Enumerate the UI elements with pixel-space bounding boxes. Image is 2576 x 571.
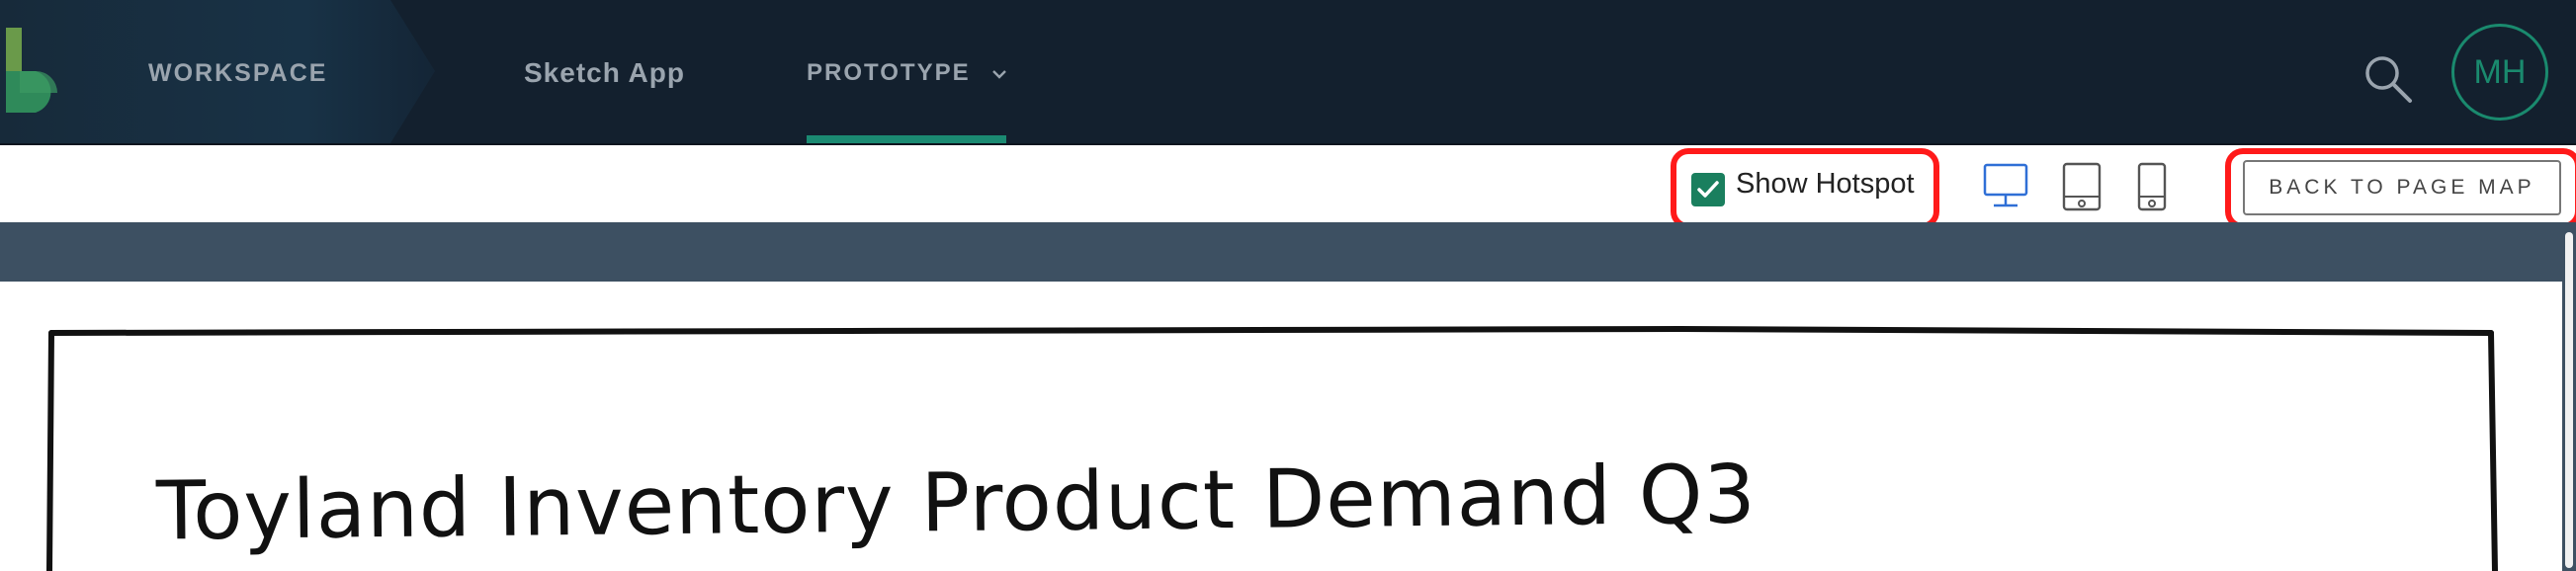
scrollbar-thumb[interactable] bbox=[2565, 232, 2573, 568]
nav-workspace-link[interactable]: WORKSPACE bbox=[148, 59, 328, 87]
show-hotspot-label[interactable]: Show Hotspot bbox=[1736, 168, 1915, 200]
tab-prototype[interactable]: PROTOTYPE bbox=[807, 59, 971, 86]
sketch-title: Toyland Inventory Product Demand Q3 bbox=[155, 448, 1758, 559]
canvas-header-bar bbox=[0, 222, 2562, 282]
search-icon[interactable] bbox=[2362, 53, 2414, 105]
show-hotspot-checkbox[interactable] bbox=[1691, 173, 1725, 206]
back-to-page-map-button[interactable]: BACK TO PAGE MAP bbox=[2243, 160, 2561, 215]
phone-icon[interactable] bbox=[2135, 161, 2169, 212]
sketch-frame bbox=[46, 325, 2498, 571]
prototype-toolbar: Show Hotspot BACK TO PAGE MAP bbox=[0, 143, 2576, 229]
avatar[interactable]: MH bbox=[2451, 24, 2548, 121]
active-tab-indicator bbox=[807, 135, 1006, 143]
tablet-icon[interactable] bbox=[2061, 161, 2103, 212]
workspace-band bbox=[0, 0, 435, 143]
chevron-down-icon[interactable] bbox=[988, 63, 1010, 85]
top-navigation-bar: WORKSPACE Sketch App PROTOTYPE MH bbox=[0, 0, 2576, 143]
nav-app-name[interactable]: Sketch App bbox=[524, 57, 685, 88]
brand-logo[interactable] bbox=[0, 28, 69, 113]
desktop-icon[interactable] bbox=[1981, 161, 2030, 210]
checkmark-icon bbox=[1697, 181, 1719, 198]
